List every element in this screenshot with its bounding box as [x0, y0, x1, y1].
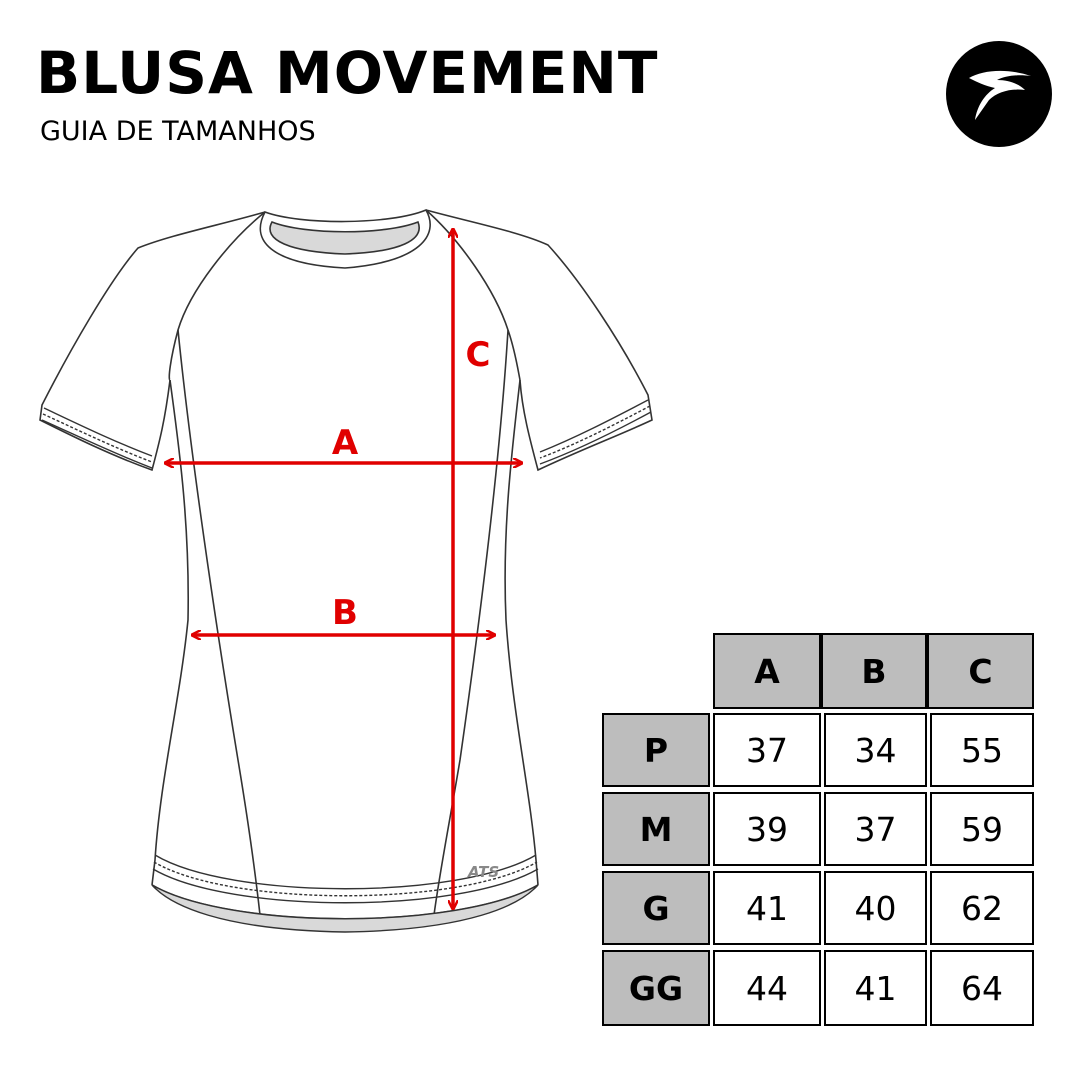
- row-header-size: G: [602, 871, 710, 945]
- row-header-size: P: [602, 713, 710, 787]
- table-cell: 40: [824, 871, 927, 945]
- sleeve-cuff-stitching: [41, 399, 652, 469]
- measure-arrows: [166, 230, 521, 908]
- table-cell: 62: [930, 871, 1034, 945]
- measure-label-c: C: [466, 335, 491, 375]
- table-cell: 59: [930, 792, 1034, 866]
- table-cell: 41: [713, 871, 821, 945]
- page-title: BLUSA MOVEMENT: [36, 39, 659, 107]
- column-header-b: B: [821, 633, 927, 709]
- table-cell: 37: [824, 792, 927, 866]
- column-header-a: A: [713, 633, 821, 709]
- measure-label-b: B: [332, 593, 358, 633]
- table-cell: 55: [930, 713, 1034, 787]
- table-cell: 37: [713, 713, 821, 787]
- table-cell: 34: [824, 713, 927, 787]
- hem-stitching: [151, 854, 539, 933]
- row-header-size: GG: [602, 950, 710, 1026]
- collar: [259, 208, 431, 269]
- table-cell: 39: [713, 792, 821, 866]
- brand-logo-icon: [946, 41, 1052, 147]
- table-cell: 64: [930, 950, 1034, 1026]
- table-cell: 44: [713, 950, 821, 1026]
- column-header-c: C: [927, 633, 1034, 709]
- brand-tag: ATS: [467, 863, 499, 881]
- row-header-size: M: [602, 792, 710, 866]
- measure-label-a: A: [332, 423, 359, 463]
- shirt-outline: [39, 209, 653, 920]
- table-cell: 41: [824, 950, 927, 1026]
- shirt-illustration: ATS A B C: [39, 208, 653, 933]
- page-subtitle: GUIA DE TAMANHOS: [40, 116, 316, 147]
